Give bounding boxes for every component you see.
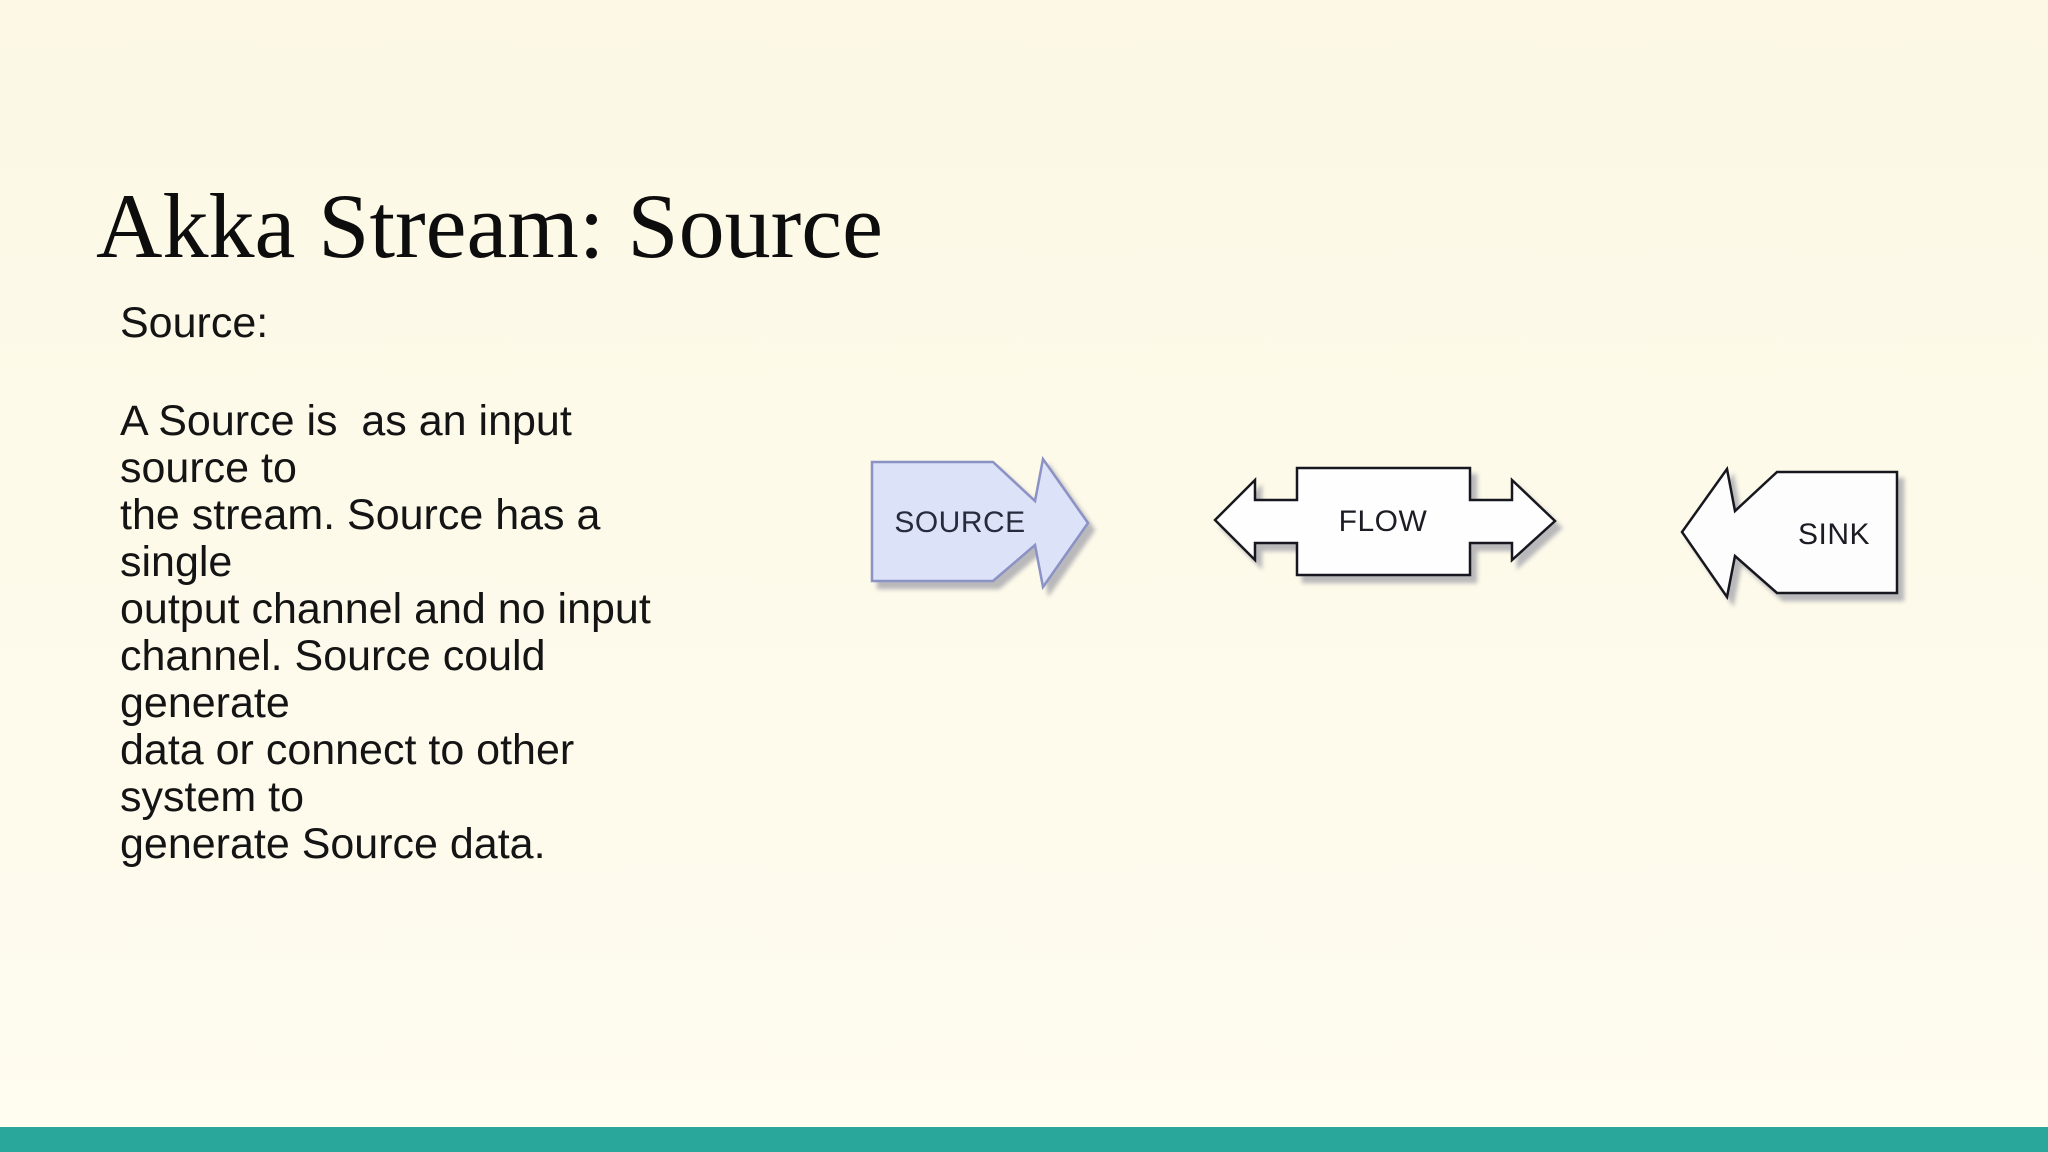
footer-accent-bar [0, 1127, 2048, 1152]
sink-shape-label: SINK [1798, 518, 1870, 551]
body-paragraph: A Source is as an input source to the st… [120, 397, 651, 868]
sink-shape-body [1680, 465, 1899, 601]
source-shape-label: SOURCE [894, 506, 1025, 539]
source-shape-body [870, 455, 1090, 591]
flow-shape-body [1213, 466, 1557, 577]
slide-title: Akka Stream: Source [96, 174, 883, 277]
body-heading: Source: [120, 299, 269, 347]
source-arrow-shape: SOURCE [870, 455, 1090, 591]
flow-double-arrow-shape: FLOW [1213, 466, 1557, 577]
flow-shape-label: FLOW [1339, 505, 1428, 538]
sink-arrow-shape: SINK [1680, 465, 1899, 601]
